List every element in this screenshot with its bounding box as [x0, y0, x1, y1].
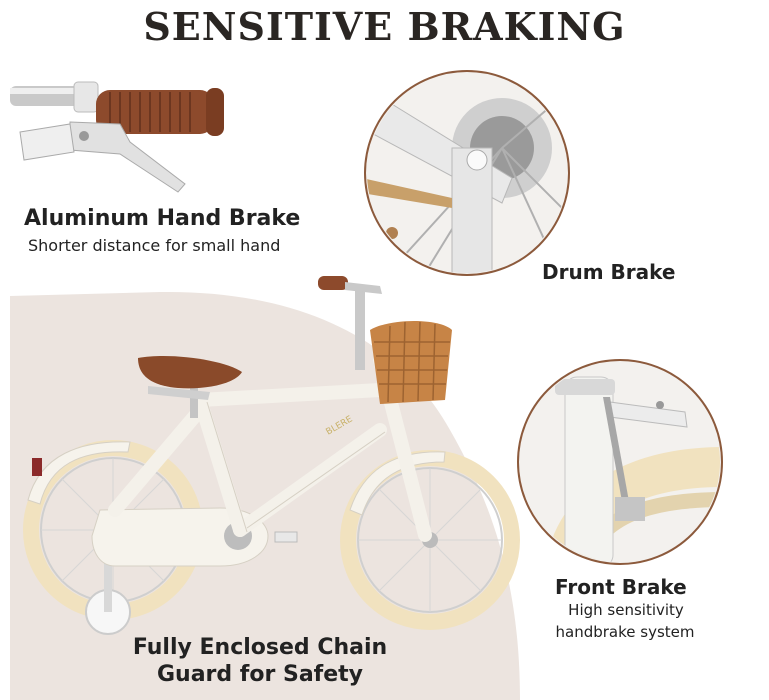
front-brake-image — [517, 359, 723, 565]
hand-brake-title: Aluminum Hand Brake — [24, 206, 301, 231]
chain-guard-title-line2: Guard for Safety — [156, 662, 364, 687]
bicycle-image: BLERE — [23, 276, 520, 635]
hand-brake-image — [10, 81, 224, 193]
drum-brake-image — [364, 70, 570, 276]
page-title: SENSITIVE BRAKING — [143, 4, 626, 49]
front-brake-subtitle-line1: High sensitivity — [568, 601, 684, 619]
front-brake-subtitle-line2: handbrake system — [555, 623, 695, 641]
drum-brake-title: Drum Brake — [542, 260, 676, 284]
front-brake-title: Front Brake — [555, 575, 687, 599]
chain-guard-title: Fully Enclosed Chain Guard for Safety — [100, 634, 420, 688]
frame-brand-text: BLERE — [325, 414, 355, 437]
chain-guard-title-line1: Fully Enclosed Chain — [132, 635, 388, 660]
hand-brake-subtitle: Shorter distance for small hand — [28, 236, 281, 255]
